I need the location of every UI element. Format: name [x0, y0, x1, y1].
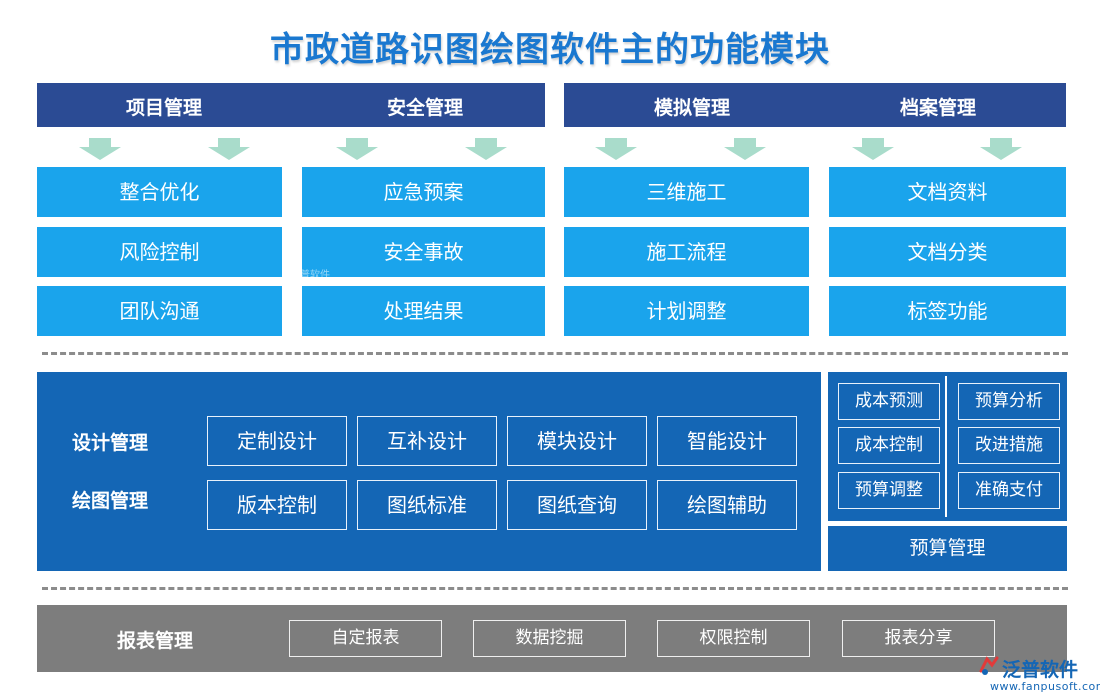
down-arrow-icon — [89, 138, 111, 147]
budget-box: 预算分析 — [958, 383, 1060, 420]
budget-panel — [828, 372, 1067, 521]
down-arrow-icon — [595, 147, 637, 160]
down-arrow-icon — [336, 147, 378, 160]
module-box: 整合优化 — [37, 167, 282, 217]
header-safety: 安全管理 — [386, 97, 463, 119]
design-box: 模块设计 — [507, 416, 647, 466]
divider — [42, 352, 1068, 355]
down-arrow-icon — [475, 138, 497, 147]
design-label: 设计管理 — [72, 432, 149, 454]
logo-url: www.fanpusoft.com — [990, 680, 1100, 693]
module-box: 文档资料 — [829, 167, 1066, 217]
down-arrow-icon — [346, 138, 368, 147]
budget-box: 改进措施 — [958, 427, 1060, 464]
module-box: 应急预案 — [302, 167, 545, 217]
budget-box: 预算调整 — [838, 472, 940, 509]
module-box: 三维施工 — [564, 167, 809, 217]
drawing-box: 版本控制 — [207, 480, 347, 530]
drawing-label: 绘图管理 — [72, 490, 149, 512]
report-box: 权限控制 — [657, 620, 810, 657]
watermark: 泛普软件 — [290, 270, 330, 281]
header-bar-right: 模拟管理 档案管理 — [564, 83, 1066, 127]
page-title: 市政道路识图绘图软件主的功能模块 — [270, 30, 830, 70]
down-arrow-icon — [734, 138, 756, 147]
module-box: 计划调整 — [564, 286, 809, 336]
report-box: 数据挖掘 — [473, 620, 626, 657]
design-panel — [37, 372, 821, 571]
budget-box: 准确支付 — [958, 472, 1060, 509]
report-box: 报表分享 — [842, 620, 995, 657]
module-box: 文档分类 — [829, 227, 1066, 277]
down-arrow-icon — [724, 147, 766, 160]
down-arrow-icon — [208, 147, 250, 160]
drawing-box: 图纸查询 — [507, 480, 647, 530]
module-box: 风险控制 — [37, 227, 282, 277]
down-arrow-icon — [862, 138, 884, 147]
down-arrow-icon — [79, 147, 121, 160]
header-archive: 档案管理 — [899, 97, 976, 119]
report-label: 报表管理 — [117, 630, 194, 652]
module-box: 施工流程 — [564, 227, 809, 277]
down-arrow-icon — [218, 138, 240, 147]
budget-box: 成本预测 — [838, 383, 940, 420]
report-panel — [37, 605, 1067, 672]
down-arrow-icon — [605, 138, 627, 147]
design-box: 互补设计 — [357, 416, 497, 466]
module-box: 标签功能 — [829, 286, 1066, 336]
logo-name: 泛普软件 — [1002, 659, 1079, 681]
budget-divider — [945, 376, 947, 517]
logo-icon — [978, 655, 1000, 677]
budget-box: 成本控制 — [838, 427, 940, 464]
design-box: 定制设计 — [207, 416, 347, 466]
budget-label: 预算管理 — [828, 526, 1067, 571]
drawing-box: 图纸标准 — [357, 480, 497, 530]
divider — [42, 587, 1068, 590]
module-box: 处理结果 — [302, 286, 545, 336]
header-bar-left: 项目管理 安全管理 — [37, 83, 545, 127]
drawing-box: 绘图辅助 — [657, 480, 797, 530]
module-box: 团队沟通 — [37, 286, 282, 336]
report-box: 自定报表 — [289, 620, 442, 657]
header-project: 项目管理 — [125, 97, 202, 119]
down-arrow-icon — [852, 147, 894, 160]
down-arrow-icon — [980, 147, 1022, 160]
down-arrow-icon — [990, 138, 1012, 147]
design-box: 智能设计 — [657, 416, 797, 466]
down-arrow-icon — [465, 147, 507, 160]
module-box: 安全事故 — [302, 227, 545, 277]
header-simulation: 模拟管理 — [653, 97, 730, 119]
